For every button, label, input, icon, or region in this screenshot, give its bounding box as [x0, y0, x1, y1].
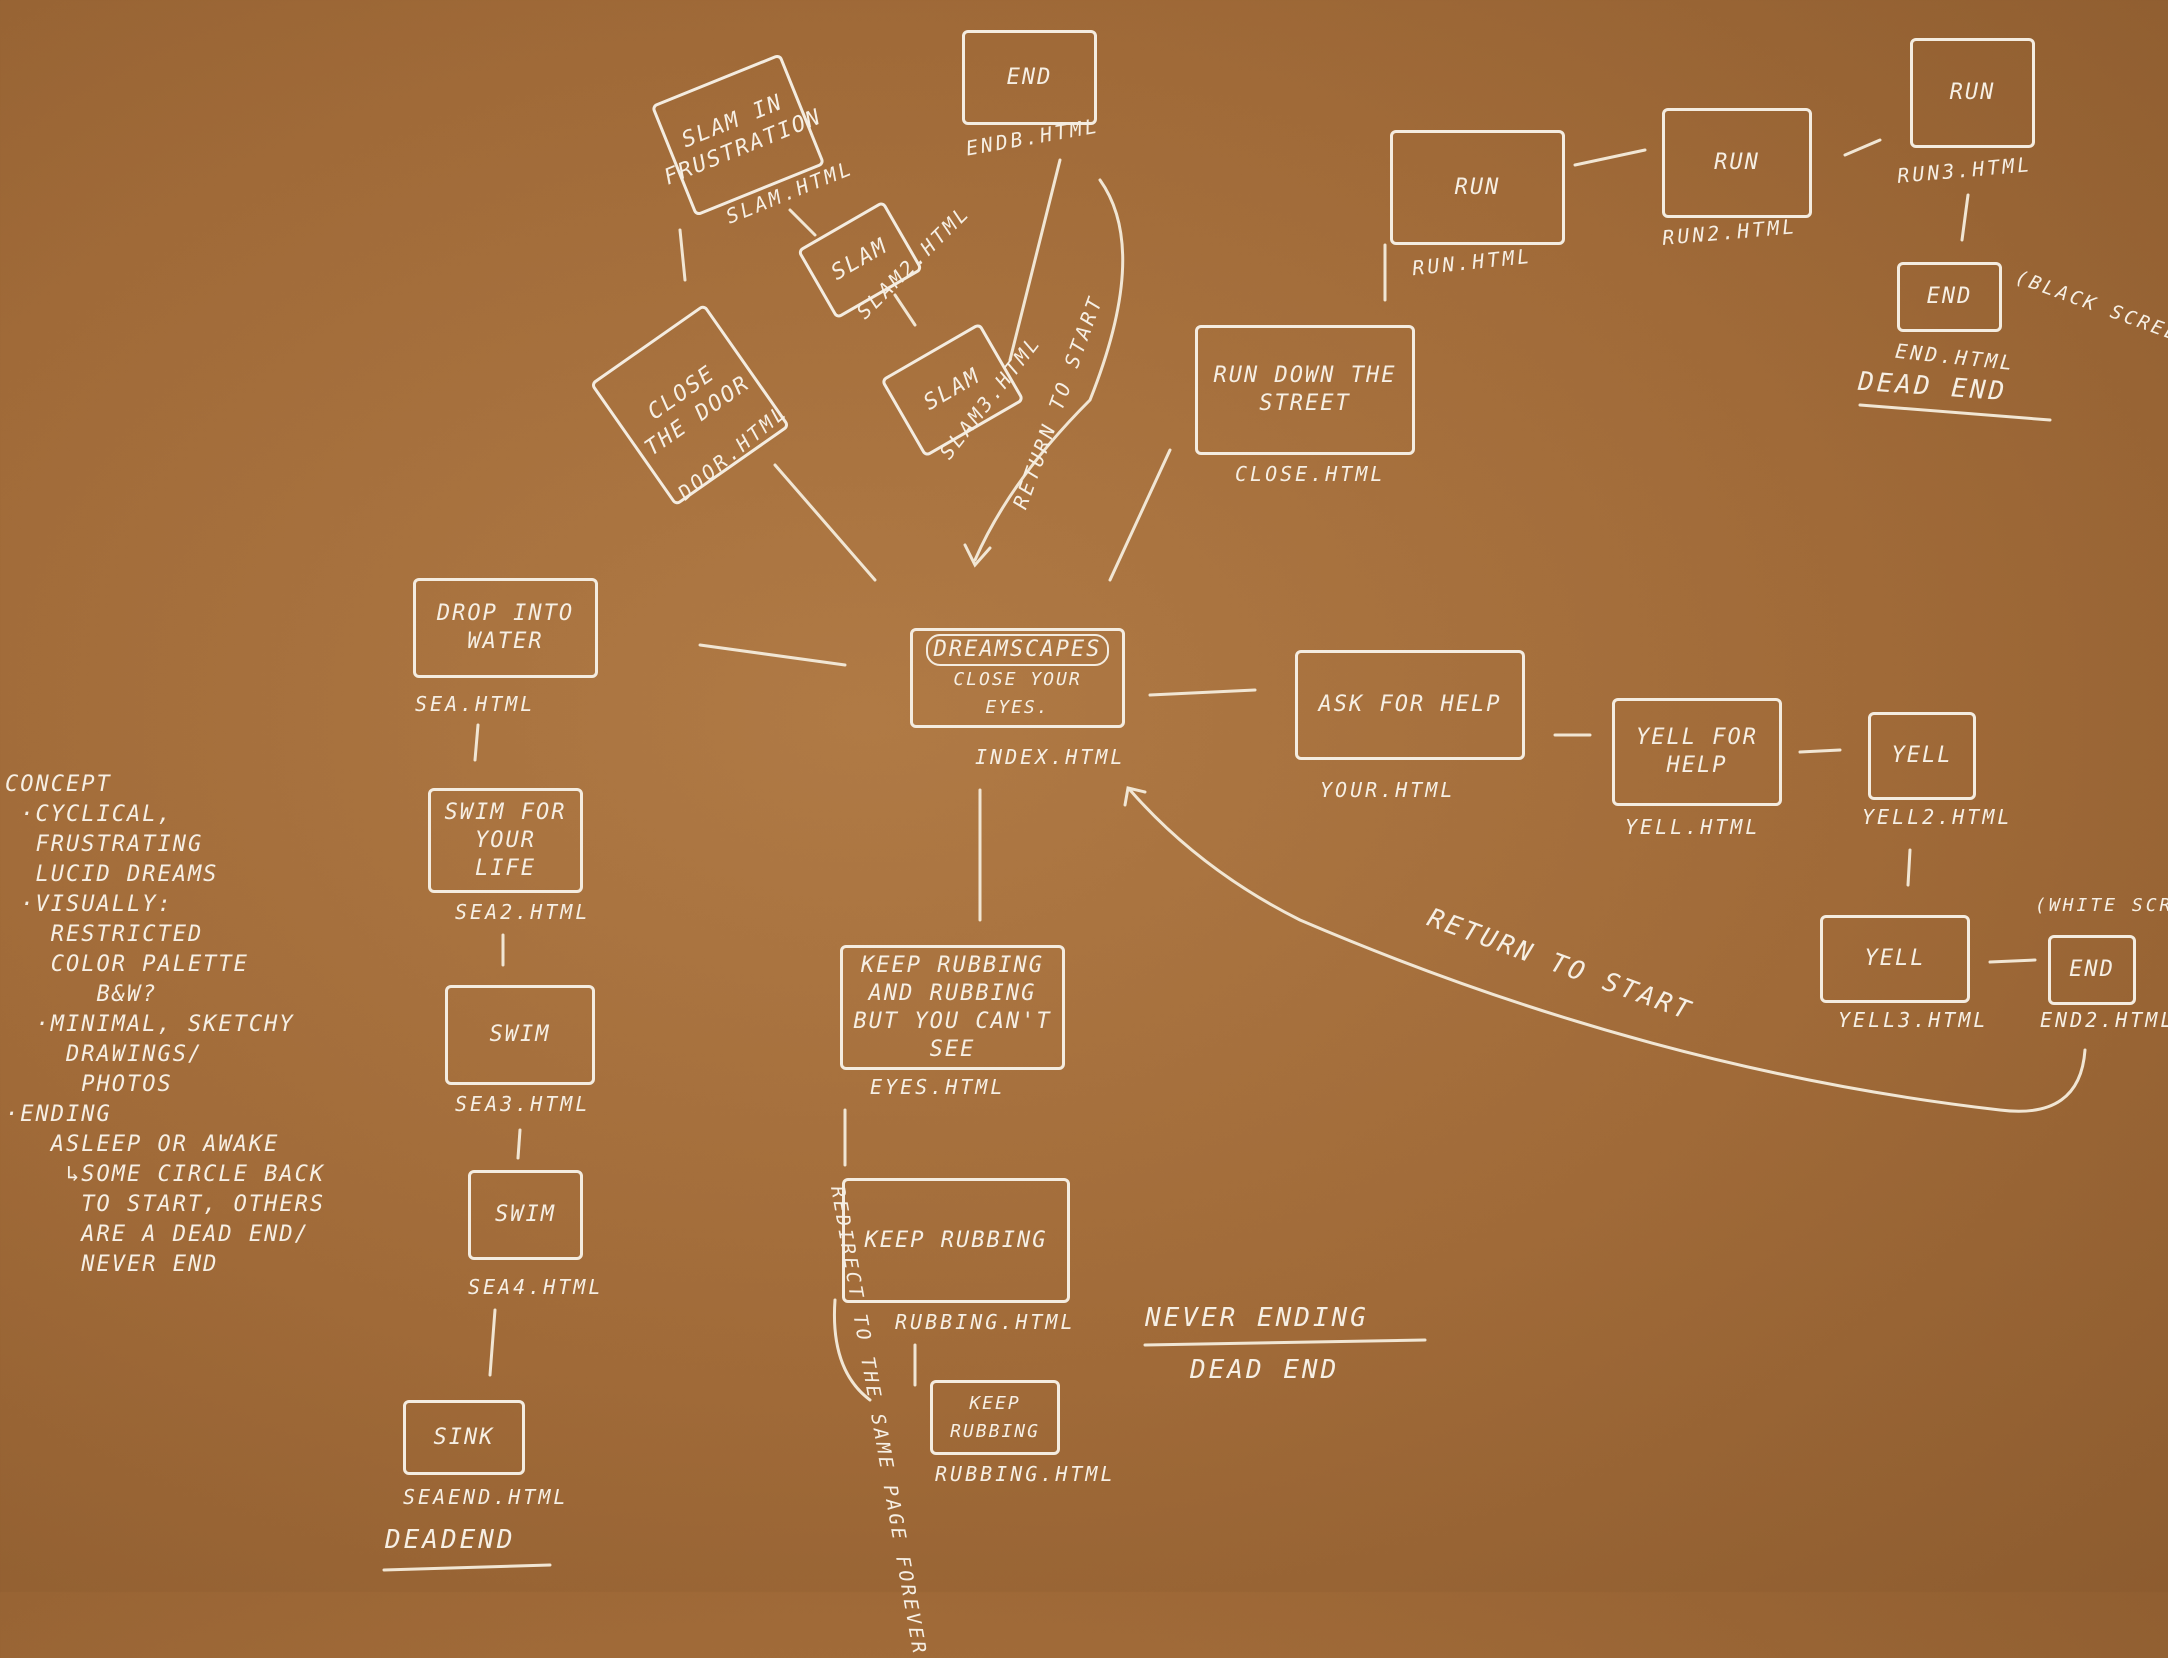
swim4-node: SWIM: [468, 1170, 583, 1260]
end2-label: END2.HTML: [2040, 1008, 2168, 1032]
sea2-label: SEA2.HTML: [455, 900, 591, 924]
yell3-label: YELL3.HTML: [1838, 1008, 1989, 1032]
swim3-node: SWIM: [445, 985, 595, 1085]
rubbing-small-label: RUBBING.HTML: [935, 1462, 1116, 1486]
deadend-sea: DEADEND: [385, 1525, 516, 1555]
never-ending: NEVER ENDING: [1145, 1303, 1369, 1333]
rubbing-label: RUBBING.HTML: [895, 1310, 1076, 1334]
eyes-label: EYES.HTML: [870, 1075, 1006, 1099]
your-label: YOUR.HTML: [1320, 778, 1456, 802]
index-label: INDEX.HTML: [975, 745, 1126, 769]
keep-rubbing-node: KEEP RUBBING: [842, 1178, 1070, 1303]
index-subtitle: CLOSE YOUR EYES.: [953, 669, 1082, 718]
run1-node: RUN: [1390, 130, 1565, 245]
run2-node: RUN: [1662, 108, 1812, 218]
run-down-node: RUN DOWN THE STREET: [1195, 325, 1415, 455]
yell-help-node: YELL FOR HELP: [1612, 698, 1782, 806]
yell3-node: YELL: [1820, 915, 1970, 1003]
run3-node: RUN: [1910, 38, 2035, 148]
yell2-node: YELL: [1868, 712, 1976, 800]
end2-node: END: [2048, 935, 2136, 1005]
concept-notes: CONCEPT ·CYCLICAL, FRUSTRATING LUCID DRE…: [5, 772, 326, 1277]
end-run-node: END: [1897, 262, 2002, 332]
sea-label: SEA.HTML: [415, 692, 536, 716]
index-node: DREAMSCAPES CLOSE YOUR EYES.: [910, 628, 1125, 728]
index-title: DREAMSCAPES: [925, 634, 1110, 666]
diagram-sheet: DREAMSCAPES CLOSE YOUR EYES. INDEX.HTML …: [5, 30, 2168, 1658]
seaend-label: SEAEND.HTML: [403, 1485, 569, 1509]
keep-rubbing-eyes-node: KEEP RUBBING AND RUBBING BUT YOU CAN'T S…: [840, 945, 1065, 1070]
sea3-label: SEA3.HTML: [455, 1092, 591, 1116]
connector-lines: [382, 138, 2087, 1572]
yell2-label: YELL2.HTML: [1862, 805, 2013, 829]
sink-node: SINK: [403, 1400, 525, 1475]
dead-end-rub: DEAD END: [1190, 1355, 1340, 1385]
end-b-node: END: [962, 30, 1097, 125]
white-screen-note: (WHITE SCREEN): [2035, 895, 2168, 916]
yell-label: YELL.HTML: [1625, 815, 1761, 839]
close-label: CLOSE.HTML: [1235, 462, 1386, 486]
sea4-label: SEA4.HTML: [468, 1275, 604, 1299]
ask-help-node: ASK FOR HELP: [1295, 650, 1525, 760]
drop-node: DROP INTO WATER: [413, 578, 598, 678]
keep-rubbing-small-node: KEEP RUBBING: [930, 1380, 1060, 1455]
swim-life-node: SWIM FOR YOUR LIFE: [428, 788, 583, 893]
